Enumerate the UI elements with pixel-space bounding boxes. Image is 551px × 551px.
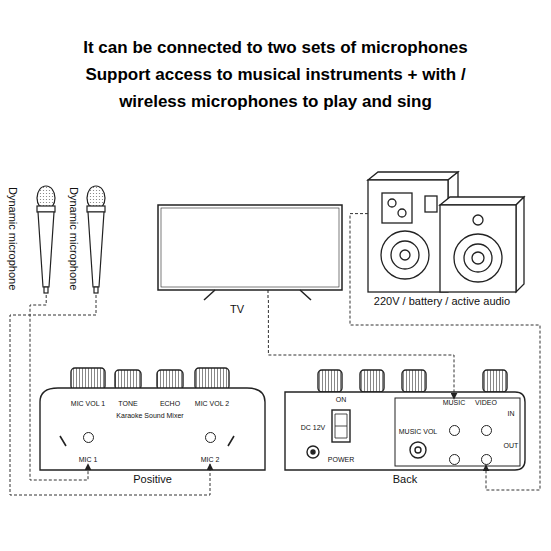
node-label: Positive: [133, 473, 172, 486]
microphone-drawing: [37, 186, 55, 293]
music-jacks: MUSIC: [440, 399, 468, 465]
mic-jack: MIC 2: [195, 432, 225, 464]
part-label: MIC VOL 1: [71, 400, 105, 408]
part-label: TONE: [118, 400, 137, 408]
title-block: It can be connected to two sets of micro…: [0, 34, 551, 115]
jack-socket: [205, 432, 216, 443]
microphone: Dynamic microphone: [0, 183, 60, 295]
microphone-drawing: [87, 186, 105, 293]
part-label: Karaoke Sound Mixer: [116, 412, 183, 420]
node-label: MUSIC: [443, 399, 466, 407]
node-label: VIDEO: [475, 399, 497, 407]
node-label: MIC 2: [201, 456, 220, 464]
node-label: Dynamic microphone: [6, 187, 19, 290]
title: It can be connected to two sets of micro…: [51, 34, 501, 115]
part-label: DC 12V: [301, 424, 326, 432]
jack-socket: [449, 454, 460, 465]
speakers: 220V / battery / active audio: [368, 180, 516, 292]
part-label: MIC VOL 2: [195, 400, 229, 408]
mixer-front: PositiveMIC 1MIC 2MIC VOL 1TONEECHOMIC V…: [40, 370, 265, 470]
signal-cable: [30, 295, 88, 480]
signal-cable: [268, 300, 454, 399]
tv: TV: [158, 205, 342, 300]
speaker-drawing: [368, 172, 524, 292]
part-label: POWER: [328, 456, 354, 464]
jack-socket: [481, 454, 492, 465]
mic-jack: MIC 1: [73, 432, 103, 464]
part-label: ON: [336, 396, 347, 404]
jack-socket: [83, 432, 94, 443]
node-label: TV: [230, 303, 244, 316]
mixer-back: BackMUSICVIDEODC 12VONPOWERMUSIC VOLINOU…: [285, 392, 525, 470]
node-label: 220V / battery / active audio: [374, 295, 510, 308]
signal-cable: [10, 295, 210, 495]
node-label: Dynamic microphone: [67, 187, 80, 290]
node-label: MIC 1: [79, 456, 98, 464]
signal-cable: [350, 214, 540, 490]
mixer-front-drawing: [40, 368, 265, 470]
tv-drawing: [158, 205, 342, 300]
video-jacks: VIDEO: [472, 399, 500, 465]
part-label: ECHO: [160, 400, 180, 408]
mixer-back-drawing: [285, 370, 525, 470]
part-label: MUSIC VOL: [399, 428, 438, 436]
node-label: Back: [393, 473, 417, 486]
part-label: IN: [508, 410, 515, 418]
jack-socket: [481, 425, 492, 436]
jack-socket: [449, 425, 460, 436]
microphone: Dynamic microphone: [62, 183, 112, 295]
part-label: OUT: [504, 442, 519, 450]
